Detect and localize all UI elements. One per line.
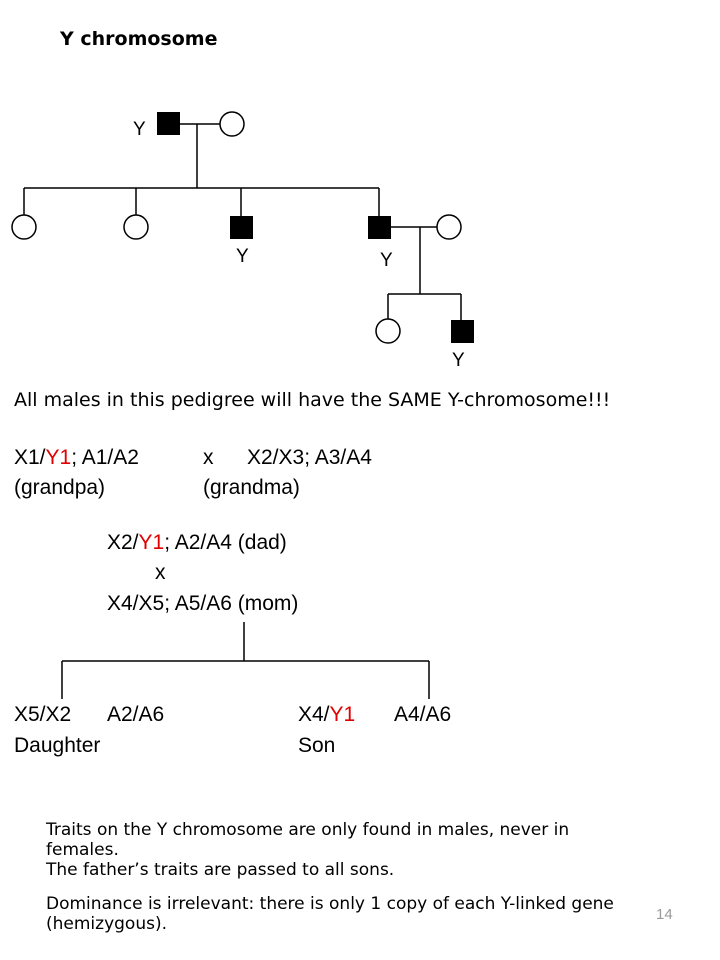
grandma-genotype: X2/X3; A3/A4 [247, 446, 372, 469]
trait-note: The father’s traits are passed to all so… [46, 860, 395, 880]
y1-highlight: Y1 [45, 446, 72, 469]
y-label-son-2: Y [380, 250, 393, 271]
y-label-son-1: Y [236, 246, 249, 267]
mom-genotype: X4/X5; A5/A6 (mom) [107, 592, 299, 615]
grandma-label: (grandma) [203, 476, 300, 499]
trait-note: Traits on the Y chromosome are only foun… [46, 820, 570, 860]
same-y-statement: All males in this pedigree will have the… [14, 389, 611, 411]
son-label: Son [298, 734, 336, 757]
y-label-grandpa: Y [133, 119, 146, 140]
y-label-grandson: Y [452, 350, 465, 371]
traits-notes: Traits on the Y chromosome are only foun… [46, 820, 636, 934]
male-symbol-son-1 [230, 216, 253, 239]
female-symbol-granddaughter [375, 318, 401, 344]
page-number: 14 [656, 906, 673, 923]
offspring-lines [61, 622, 430, 699]
son-x-genotype: X4/Y1 [298, 703, 356, 726]
grandpa-label: (grandpa) [14, 476, 106, 499]
female-symbol-grandma [219, 111, 245, 137]
daughter-label: Daughter [14, 734, 101, 757]
grandpa-genotype: X1/Y1; A1/A2 [14, 446, 139, 469]
page-title: Y chromosome [60, 28, 218, 50]
male-symbol-son-2 [368, 216, 391, 239]
female-symbol-spouse [436, 214, 462, 240]
pedigree-lines [23, 123, 462, 320]
female-symbol-daughter-1 [11, 214, 37, 240]
dad-genotype: X2/Y1; A2/A4 (dad) [107, 531, 287, 554]
y1-highlight: Y1 [329, 703, 356, 726]
cross-symbol: x [203, 446, 214, 469]
daughter-x-genotype: X5/X2 [14, 703, 72, 726]
female-symbol-daughter-2 [123, 214, 149, 240]
daughter-a-genotype: A2/A6 [107, 703, 165, 726]
son-a-genotype: A4/A6 [394, 703, 452, 726]
trait-note: Dominance is irrelevant: there is only 1… [46, 894, 614, 934]
male-symbol-grandson [451, 320, 474, 343]
y1-highlight: Y1 [138, 531, 165, 554]
cross-symbol: x [155, 561, 166, 584]
male-symbol-grandpa [157, 112, 180, 135]
